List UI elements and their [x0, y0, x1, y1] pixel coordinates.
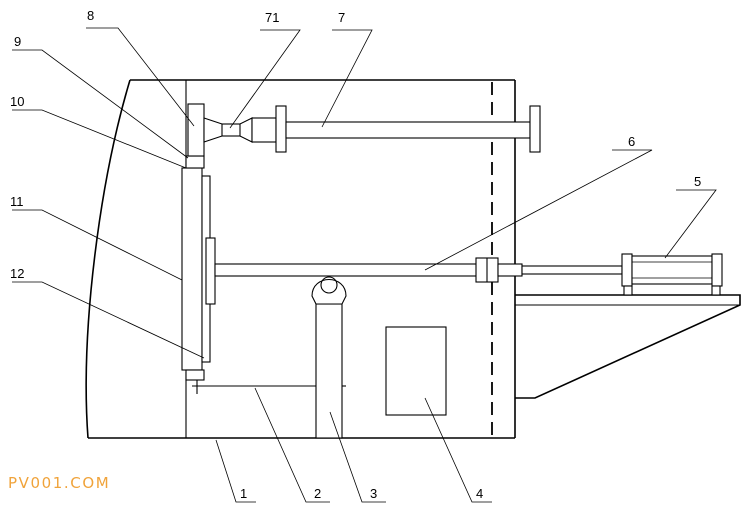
leader-10	[12, 109, 187, 169]
housing-curved-front	[85, 79, 131, 439]
callout-labels: 8 71 7 9 10 11 12 6 5 1 2 3 4	[10, 8, 701, 501]
inspection-window	[385, 326, 447, 416]
callout-1: 1	[240, 486, 247, 501]
leader-6	[424, 149, 653, 271]
leader-7	[321, 29, 373, 128]
piston-rod	[521, 265, 623, 275]
door-top-lug	[185, 155, 205, 169]
callout-2: 2	[314, 486, 321, 501]
push-rod-assembly	[214, 257, 623, 283]
coupling-core	[221, 123, 241, 137]
callout-5: 5	[694, 174, 701, 189]
cylinder-support-bracket	[515, 294, 741, 399]
leader-3	[329, 411, 386, 503]
column-pin	[320, 276, 338, 294]
cylinder-front-cap	[621, 253, 633, 287]
callout-9: 9	[14, 34, 21, 49]
column-body	[315, 303, 343, 439]
callout-71: 71	[265, 10, 279, 25]
leader-9	[12, 49, 189, 159]
rod-extension	[497, 263, 523, 277]
upper-shaft	[285, 121, 531, 139]
cylinder-mount-front	[623, 285, 633, 296]
cylinder-rear-cap	[711, 253, 723, 287]
leader-2	[254, 387, 330, 503]
column-head	[311, 279, 347, 305]
push-rod	[214, 263, 478, 277]
callout-10: 10	[10, 94, 24, 109]
bracket-outline	[515, 294, 741, 399]
callout-12: 12	[10, 266, 24, 281]
callout-8: 8	[87, 8, 94, 23]
upper-shaft-assembly	[187, 103, 541, 157]
callout-6: 6	[628, 134, 635, 149]
door-hub	[205, 237, 216, 305]
cylinder-barrel	[631, 255, 713, 285]
callout-7: 7	[338, 10, 345, 25]
door-bottom-lug	[185, 369, 205, 381]
callout-3: 3	[370, 486, 377, 501]
shaft-flange-left	[275, 105, 287, 153]
housing	[85, 79, 516, 439]
door-plate	[181, 167, 203, 371]
leader-5	[664, 189, 717, 259]
leader-12	[12, 281, 205, 359]
watermark-text: PV001.COM	[8, 474, 111, 492]
cylinder-mount-rear	[711, 285, 721, 296]
leader-lines	[12, 27, 717, 503]
leader-8	[86, 27, 195, 127]
upper-bracket	[187, 103, 205, 157]
callout-4: 4	[476, 486, 483, 501]
leader-11	[12, 209, 183, 281]
leader-1	[215, 439, 256, 503]
bottom-rail	[192, 380, 346, 394]
leader-71	[229, 29, 301, 129]
shaft-collar	[251, 117, 277, 143]
leader-4	[424, 397, 492, 503]
door-plate-assembly	[181, 155, 216, 381]
air-cylinder	[621, 253, 723, 296]
callout-11: 11	[10, 194, 24, 209]
shaft-flange-right	[529, 105, 541, 153]
support-column	[311, 276, 347, 439]
